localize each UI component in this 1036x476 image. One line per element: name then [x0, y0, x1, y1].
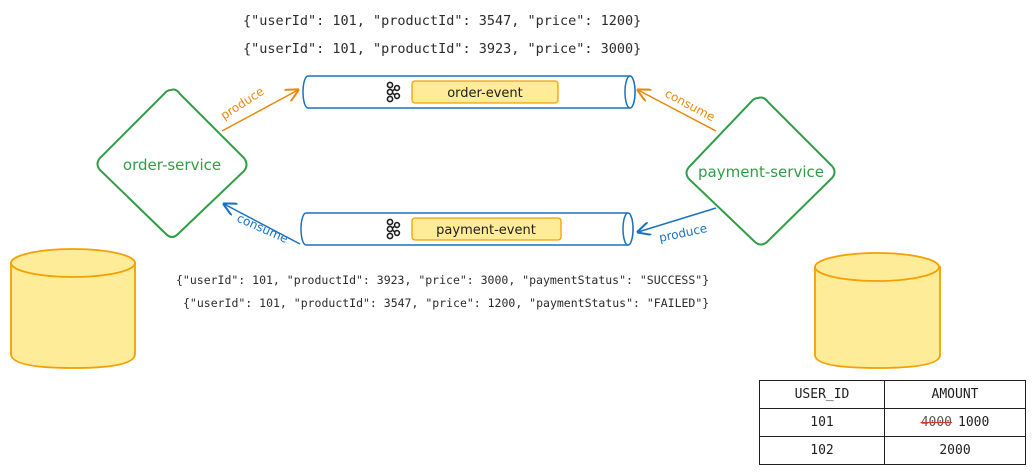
user-id-cell: 102 [759, 436, 885, 465]
column-header-user-id: USER_ID [759, 380, 885, 409]
payment-produce-arrow: produce [638, 207, 717, 245]
payment-produce-label: produce [658, 221, 709, 245]
order-event-label: order-event [447, 86, 523, 101]
current-amount: 2000 [939, 443, 971, 458]
payment-service-node: payment-service [685, 96, 836, 246]
order-event-message-2: {"userId": 101, "productId": 3923, "pric… [243, 41, 641, 57]
user-balance-table: USER_ID AMOUNT 101 4000 1000 102 2000 [759, 380, 1026, 465]
table-row: 101 4000 1000 [759, 408, 1026, 437]
order-service-node: order-service [96, 88, 248, 238]
order-produce-arrow: produce [218, 84, 298, 132]
order-event-topic: order-event [302, 75, 636, 109]
order-event-message-1: {"userId": 101, "productId": 3547, "pric… [243, 13, 641, 29]
payment-event-topic: payment-event [300, 212, 634, 246]
payment-database-icon [814, 252, 941, 369]
user-id-cell: 101 [759, 408, 885, 437]
amount-cell: 2000 [884, 436, 1026, 465]
order-database-icon [10, 248, 136, 369]
order-consume-label: consume [235, 211, 290, 246]
payment-service-label: payment-service [698, 163, 824, 181]
order-consume-arrow: consume [224, 204, 301, 246]
table-header-row: USER_ID AMOUNT [759, 380, 1026, 409]
payment-consume-label: consume [663, 86, 718, 124]
order-service-label: order-service [123, 156, 221, 174]
payment-event-message-2: {"userId": 101, "productId": 3547, "pric… [183, 296, 709, 310]
order-produce-label: produce [218, 84, 267, 122]
payment-event-label: payment-event [436, 223, 536, 238]
amount-cell: 4000 1000 [884, 408, 1026, 437]
current-amount: 1000 [958, 415, 990, 430]
payment-consume-arrow: consume [638, 86, 718, 132]
payment-event-message-1: {"userId": 101, "productId": 3923, "pric… [176, 273, 709, 287]
previous-amount: 4000 [920, 415, 952, 430]
table-row: 102 2000 [759, 436, 1026, 465]
column-header-amount: AMOUNT [884, 380, 1026, 409]
